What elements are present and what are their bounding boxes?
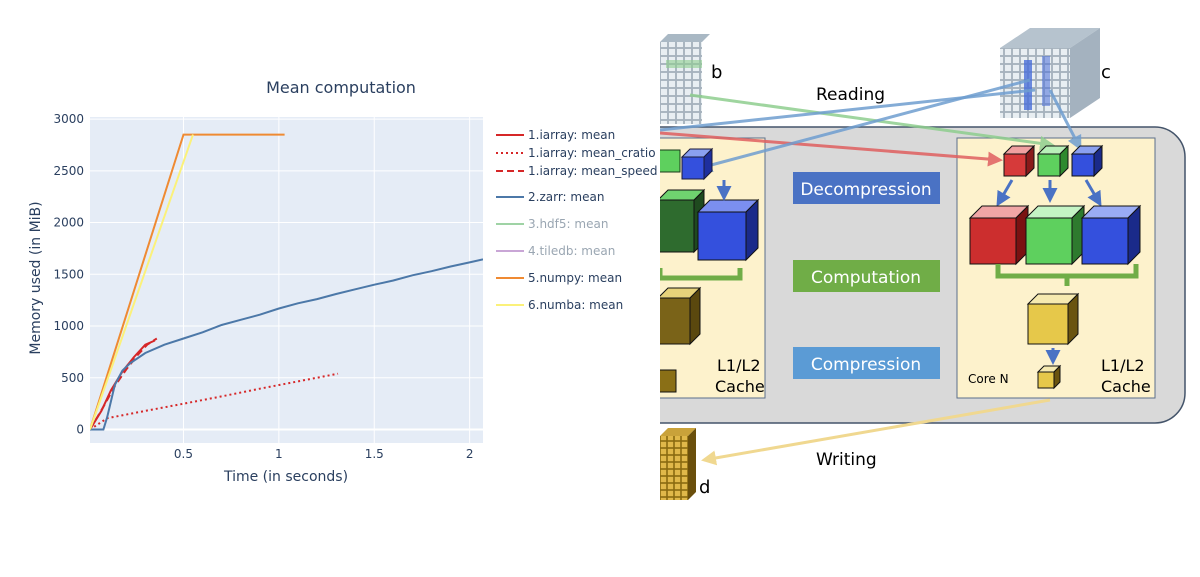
label-d: d	[699, 477, 710, 498]
chart-panel: Mean computation 0 500 1000 1500 2000 2500 300…	[28, 78, 658, 485]
label-decompression: Decompression	[800, 180, 931, 200]
dataset-c-cube	[1000, 28, 1100, 118]
right-arrow-red	[996, 179, 1014, 207]
series-layer	[90, 133, 483, 431]
y-tick-label: 3000	[53, 112, 84, 126]
left-tiny-cube	[657, 369, 677, 393]
decompression-box	[793, 172, 940, 204]
diagram-svg: b c Reading	[629, 28, 1186, 500]
left-small-cubes	[657, 147, 714, 181]
left-result-cube	[656, 286, 702, 346]
label-reading: Reading	[816, 85, 885, 105]
label-core-n: Core N	[968, 372, 1009, 386]
legend-label: 1.iarray: mean_speed	[528, 164, 658, 178]
legend-label: 5.numpy: mean	[528, 271, 622, 285]
x-tick-label: 0.5	[174, 447, 193, 461]
right-arrow-blue	[1084, 179, 1102, 207]
y-tick-label: 2500	[53, 164, 84, 178]
x-axis-label: Time (in seconds)	[223, 469, 348, 485]
x-tick-label: 1.5	[365, 447, 384, 461]
read-arrow-b-red	[659, 131, 1003, 167]
right-cache-line1: L1/L2	[1101, 356, 1145, 375]
legend-label: 6.numba: mean	[528, 298, 623, 312]
dataset-b-cube	[660, 34, 710, 124]
computation-box	[793, 260, 940, 292]
legend-label: 2.zarr: mean	[528, 190, 604, 204]
y-tick-label: 1000	[53, 319, 84, 333]
series-line-1-iarray-mean-speed	[90, 337, 158, 431]
plot-area	[90, 117, 483, 443]
x-tick-label: 2	[466, 447, 474, 461]
right-tiny-cube	[1036, 364, 1062, 390]
y-tick-label: 1500	[53, 267, 84, 281]
y-tick-label: 2000	[53, 216, 84, 230]
legend-label: 3.hdf5: mean	[528, 217, 608, 231]
read-arrow-c-blue-1	[697, 78, 1031, 173]
label-compression: Compression	[811, 355, 921, 375]
right-small-cubes	[1002, 144, 1104, 178]
right-large-cubes	[968, 204, 1142, 266]
label-computation: Computation	[811, 268, 921, 288]
cache-box-left	[649, 137, 766, 399]
right-result-cube	[1026, 292, 1080, 346]
architecture-diagram: b c Reading	[629, 0, 1200, 573]
series-line-2-zarr-mean	[90, 258, 483, 431]
dataset-d-grid	[660, 428, 696, 500]
read-arrow-c-blue-2	[659, 88, 1036, 132]
label-writing: Writing	[816, 450, 877, 470]
x-tick-label: 1	[275, 447, 283, 461]
write-arrow	[701, 398, 1051, 466]
read-arrow-c-blue-3	[1048, 89, 1082, 151]
compression-box	[793, 347, 940, 379]
y-axis-label: Memory used (in MiB)	[28, 201, 44, 354]
left-bracket	[657, 268, 743, 281]
series-line-6-numba-mean	[90, 134, 194, 430]
series-line-5-numpy-mean	[90, 133, 285, 430]
y-tick-label: 500	[61, 371, 84, 385]
legend-label: 4.tiledb: mean	[528, 244, 615, 258]
right-bracket	[995, 264, 1139, 286]
y-tick-label: 0	[76, 423, 84, 437]
label-b: b	[711, 62, 722, 83]
read-arrow-b-green	[689, 93, 1055, 151]
legend[interactable]: 1.iarray: mean 1.iarray: mean_cratio 1.iar…	[496, 128, 658, 312]
right-cache-line2: Cache	[1101, 377, 1151, 396]
line-chart: Mean computation 0 500 1000 1500 2000 2500 300…	[28, 78, 658, 485]
legend-label: 1.iarray: mean_cratio	[528, 146, 656, 160]
label-c: c	[1101, 62, 1111, 83]
left-cache-line2: Cache	[715, 377, 765, 396]
tick-layer: 0 500 1000 1500 2000 2500 3000 0.5 1 1.5 2	[53, 112, 473, 461]
grid-layer	[90, 117, 483, 443]
chart-title: Mean computation	[266, 78, 416, 97]
left-large-cubes	[656, 188, 760, 262]
left-cache-line1: L1/L2	[717, 356, 761, 375]
legend-label: 1.iarray: mean	[528, 128, 615, 142]
